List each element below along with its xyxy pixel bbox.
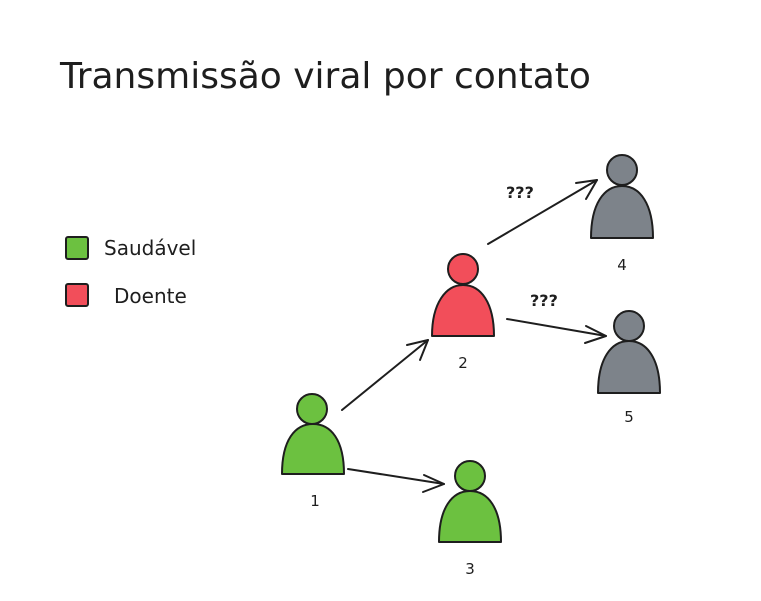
node-label-1: 1 (310, 492, 320, 510)
edge-1-3 (347, 468, 445, 493)
person-4-body (590, 185, 654, 239)
edge-2-4 (487, 179, 598, 245)
person-2-head (447, 253, 479, 285)
edge-label-2-4: ??? (506, 183, 534, 202)
legend: Saudável Doente (65, 236, 196, 308)
legend-label-healthy: Saudável (104, 236, 196, 260)
person-node-3: 3 (438, 460, 502, 578)
legend-swatch-sick (65, 283, 89, 307)
person-node-4: 4 (590, 154, 654, 274)
edges: ??? ??? (341, 179, 607, 493)
node-label-5: 5 (624, 408, 634, 426)
person-1-body (281, 423, 345, 475)
node-label-2: 2 (458, 354, 468, 372)
person-1-head (296, 393, 328, 425)
person-node-5: 5 (597, 310, 661, 426)
person-5-body (597, 340, 661, 394)
person-node-2: 2 (431, 253, 495, 372)
edge-1-2 (341, 339, 429, 411)
person-2-body (431, 284, 495, 337)
legend-label-sick: Doente (114, 284, 187, 308)
edge-2-5 (506, 318, 607, 344)
node-label-4: 4 (617, 256, 627, 274)
person-3-head (454, 460, 486, 492)
node-label-3: 3 (465, 560, 475, 578)
person-4-head (606, 154, 638, 186)
person-5-head (613, 310, 645, 342)
edge-label-2-5: ??? (530, 291, 558, 310)
person-node-1: 1 (281, 393, 345, 510)
person-3-body (438, 490, 502, 543)
diagram-title: Transmissão viral por contato (59, 56, 591, 97)
legend-swatch-healthy (65, 236, 89, 260)
